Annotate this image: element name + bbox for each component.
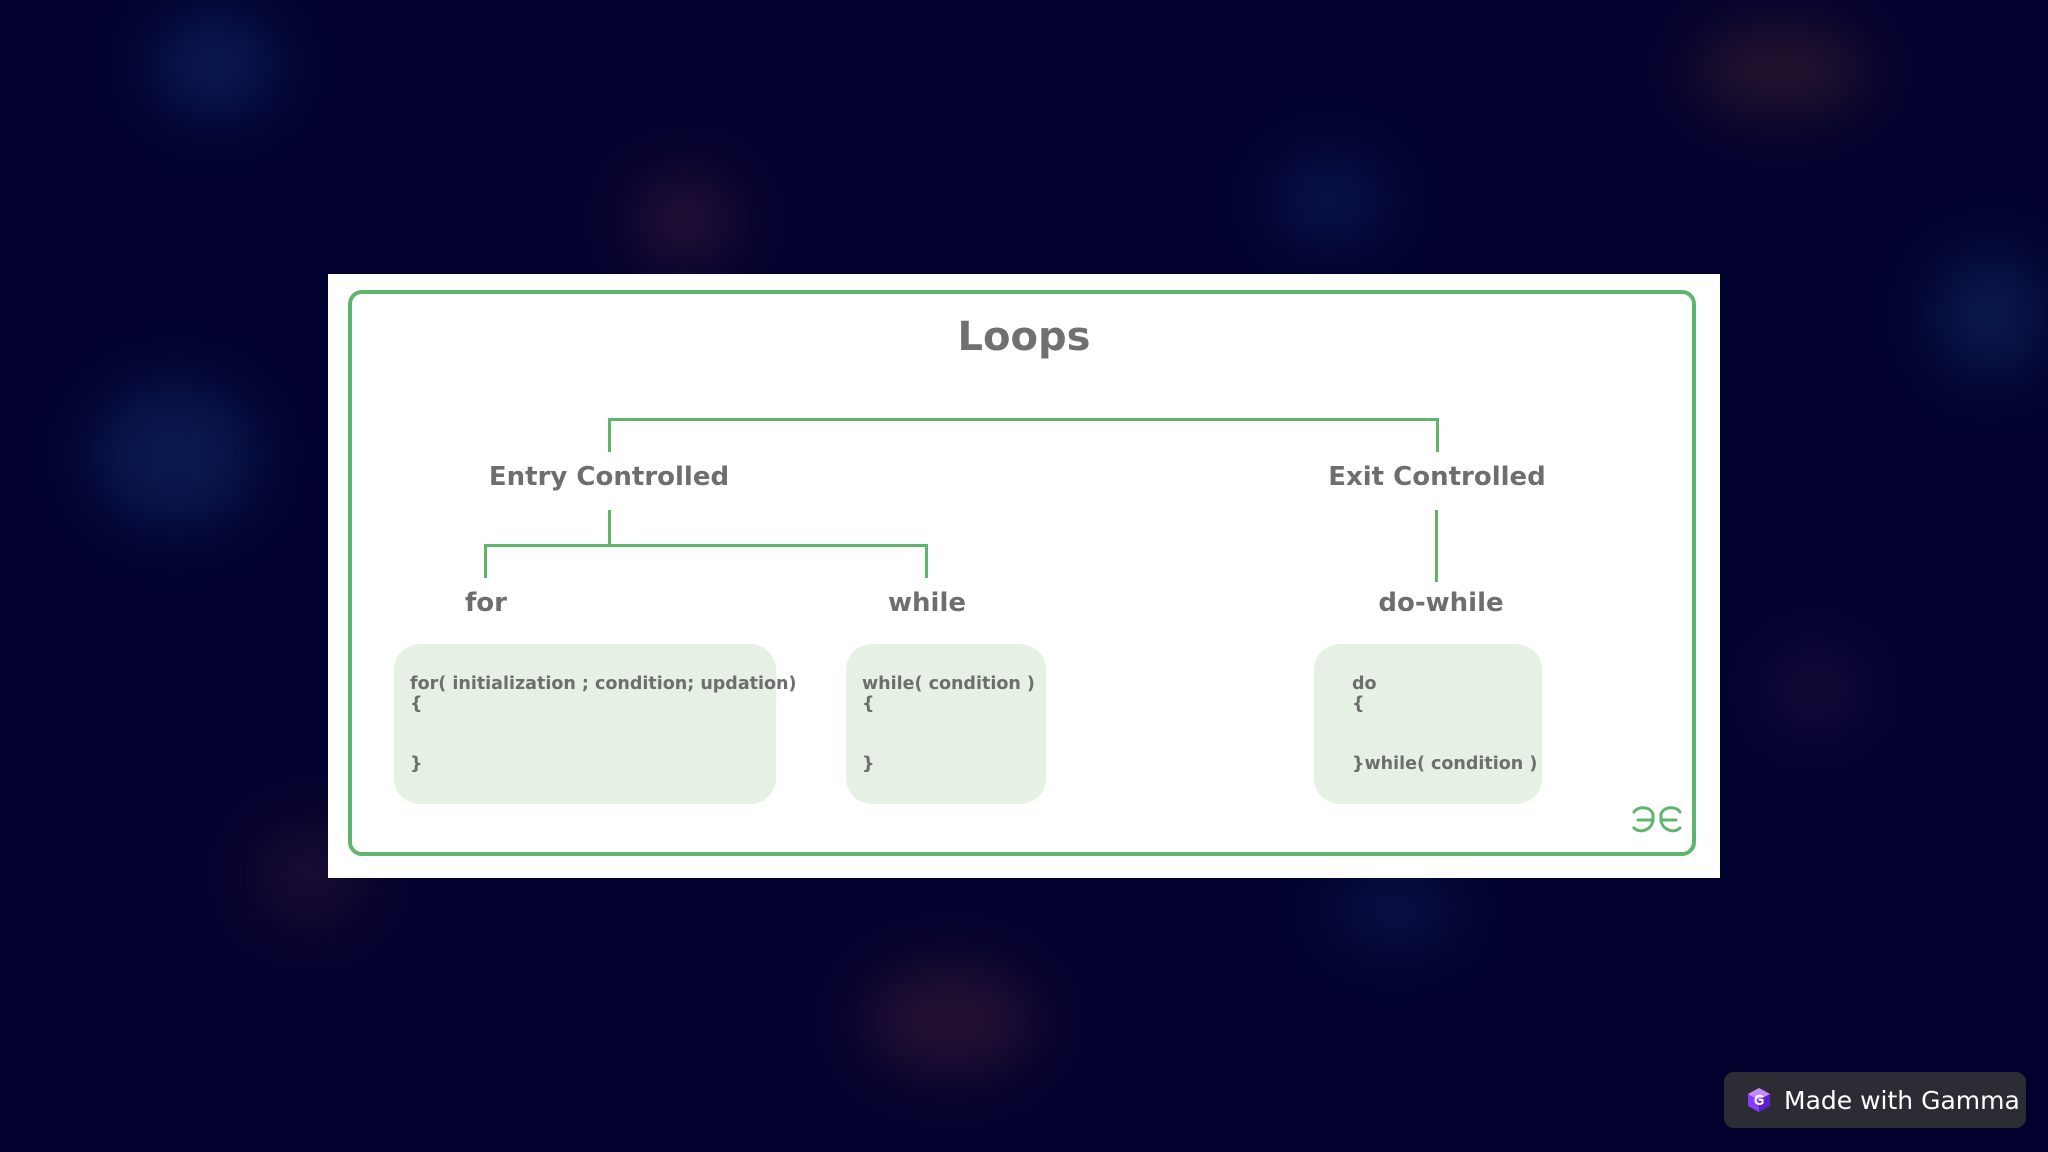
do-while-code-box: do { }while( condition )	[1314, 644, 1542, 804]
connector-line	[1435, 510, 1438, 582]
background-glow	[860, 960, 1040, 1080]
while-loop-label: while	[888, 588, 966, 618]
background-glow	[1690, 20, 1870, 120]
for-loop-label: for	[465, 588, 507, 618]
connector-line	[608, 418, 611, 452]
code-snippet: for( initialization ; condition; updatio…	[410, 674, 797, 774]
connector-line	[484, 544, 927, 547]
slide-image: Loops Entry Controlled Exit Controlled f…	[328, 274, 1720, 878]
page-title: Loops	[957, 314, 1091, 360]
background-glow	[150, 10, 280, 120]
background-glow	[1760, 640, 1870, 740]
connector-line	[1436, 418, 1439, 452]
slide-frame	[348, 290, 1696, 856]
exit-controlled-label: Exit Controlled	[1328, 462, 1546, 492]
do-while-loop-label: do-while	[1378, 588, 1504, 618]
while-code-box: while( condition ) { }	[846, 644, 1046, 804]
code-snippet: while( condition ) { }	[862, 674, 1035, 774]
connector-line	[925, 544, 928, 578]
background-glow	[90, 380, 260, 530]
background-glow	[630, 170, 740, 270]
background-glow	[1930, 250, 2048, 380]
code-snippet: do { }while( condition )	[1352, 674, 1538, 774]
connector-line	[608, 510, 611, 544]
background-glow	[1330, 870, 1460, 950]
made-with-gamma-label: Made with Gamma	[1784, 1085, 2020, 1115]
gfg-logo-icon	[1632, 806, 1682, 833]
gamma-logo-icon	[1748, 1088, 1770, 1112]
connector-line	[484, 544, 487, 578]
for-code-box: for( initialization ; condition; updatio…	[394, 644, 797, 804]
background-glow	[1270, 150, 1390, 250]
made-with-gamma-button[interactable]: Made with Gamma	[1724, 1072, 2026, 1128]
entry-controlled-label: Entry Controlled	[488, 462, 730, 492]
connector-line	[608, 418, 1438, 421]
